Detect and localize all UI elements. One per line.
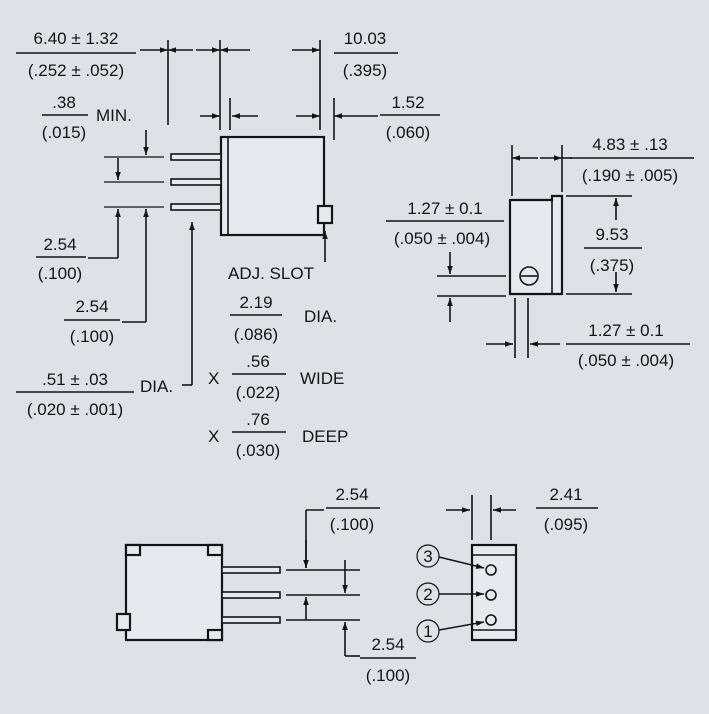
corner-tab-tl <box>124 543 142 557</box>
dim-slot-offset-mm: 1.52 <box>391 93 424 112</box>
dim-pitch1-mm: 2.54 <box>43 235 76 254</box>
end-view: 4.83 ± .13 (.190 ± .005) 9.53 (.375) 1.2… <box>386 135 694 370</box>
dim-pin-dia-mm: .51 ± .03 <box>42 370 108 389</box>
pin-end-3 <box>485 564 497 576</box>
pin-bottom-2 <box>221 591 281 599</box>
pin-end-1 <box>485 614 497 626</box>
dim-pin-dia-inch: (.020 ± .001) <box>27 400 123 419</box>
dim-adj-pos-mm: 1.27 ± 0.1 <box>407 199 483 218</box>
trimmer-body-side <box>219 135 326 237</box>
corner-tab-tr <box>206 543 224 557</box>
pin-label-2: 2 <box>423 585 432 604</box>
dim-min-mm: .38 <box>52 93 76 112</box>
pin-callout-3 <box>416 544 440 568</box>
corner-tab-br <box>206 628 224 642</box>
bottom-view: 2.54 (.100) 2.54 (.100) 2.41 (.095) 3 2 <box>115 485 598 685</box>
dim-height-mm: 9.53 <box>595 225 628 244</box>
dim-pitch2-inch: (.100) <box>70 327 114 346</box>
dim-width-mm: 10.03 <box>344 29 387 48</box>
adj-dia-inch: (.086) <box>234 325 278 344</box>
pin-callout-1 <box>416 619 440 643</box>
adj-deep-mm: .76 <box>246 410 270 429</box>
dim-min-inch: (.015) <box>42 123 86 142</box>
pin-label-3: 3 <box>423 547 432 566</box>
dim-pitch-bottom-mm: 2.54 <box>371 635 404 654</box>
pin-side-1 <box>170 153 222 161</box>
dim-depth-inch: (.190 ± .005) <box>582 166 678 185</box>
adj-deep-suffix: DEEP <box>302 427 348 446</box>
dim-pitch2-mm: 2.54 <box>75 297 108 316</box>
adj-deep-inch: (.030) <box>236 441 280 460</box>
dim-overall-inch: (.252 ± .052) <box>28 61 124 80</box>
dim-width-inch: (.395) <box>343 61 387 80</box>
dim-pitch-top-mm: 2.54 <box>335 485 368 504</box>
corner-tab-bl <box>115 612 132 632</box>
side-view: 6.40 ± 1.32 (.252 ± .052) 10.03 (.395) .… <box>16 29 440 460</box>
adj-wide-mm: .56 <box>246 352 270 371</box>
adj-dia-suffix: DIA. <box>304 307 337 326</box>
dim-min-suffix: MIN. <box>96 106 132 125</box>
dim-row-mm: 2.41 <box>549 485 582 504</box>
dim-row-inch: (.095) <box>544 515 588 534</box>
dim-pitch-bottom-inch: (.100) <box>366 666 410 685</box>
dim-height-inch: (.375) <box>590 256 634 275</box>
pin-bottom-3 <box>221 616 281 624</box>
pin-label-1: 1 <box>423 622 432 641</box>
pin-side-3 <box>170 203 222 211</box>
trimmer-body-bottom <box>124 543 224 642</box>
pin-side-2 <box>170 178 222 186</box>
dim-pitch-top-inch: (.100) <box>330 515 374 534</box>
dim-pin-offset-mm: 1.27 ± 0.1 <box>588 321 664 340</box>
dim-pin-dia-suffix: DIA. <box>140 377 173 396</box>
adj-deep-prefix: X <box>208 427 219 446</box>
adj-slot-notch <box>316 204 334 225</box>
pin-end-2 <box>485 589 497 601</box>
adj-wide-inch: (.022) <box>236 383 280 402</box>
dim-overall-mm: 6.40 ± 1.32 <box>34 29 119 48</box>
dim-pin-offset-inch: (.050 ± .004) <box>578 351 674 370</box>
adj-wide-prefix: X <box>208 369 219 388</box>
dim-slot-offset-inch: (.060) <box>386 123 430 142</box>
adj-dia-mm: 2.19 <box>239 293 272 312</box>
adj-slot-title: ADJ. SLOT <box>228 264 314 283</box>
dim-pitch1-inch: (.100) <box>38 264 82 283</box>
dim-depth-mm: 4.83 ± .13 <box>592 135 668 154</box>
pin-bottom-1 <box>221 566 281 574</box>
dim-adj-pos-inch: (.050 ± .004) <box>394 229 490 248</box>
adj-wide-suffix: WIDE <box>300 369 344 388</box>
